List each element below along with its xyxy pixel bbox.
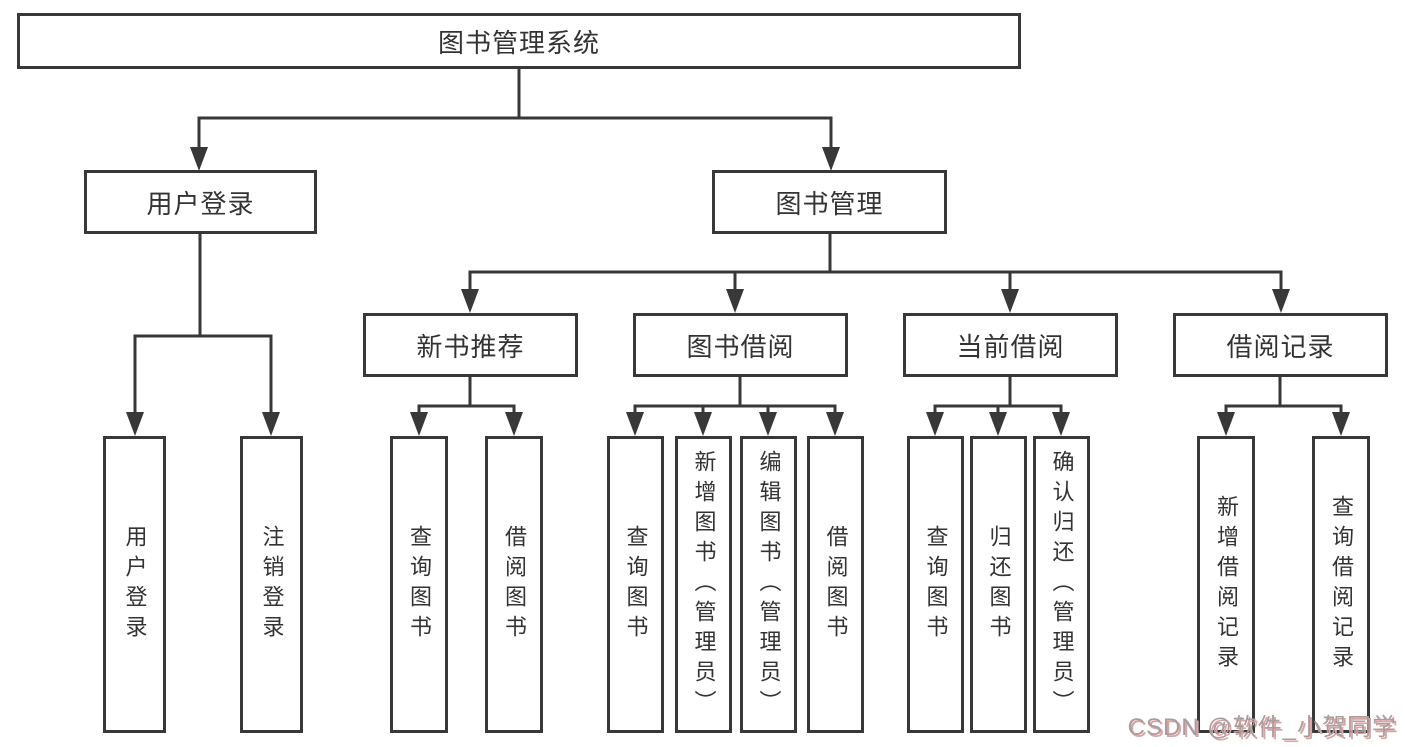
connector-current-borrow-children xyxy=(926,375,1070,436)
node-leaf-edit-books-admin: 编辑图书（管理员） xyxy=(740,436,797,733)
node-label: 新书推荐 xyxy=(416,331,525,362)
node-label: 图书管理系统 xyxy=(437,27,600,58)
node-current-borrowing: 当前借阅 xyxy=(903,313,1118,377)
node-label: 用户登录 xyxy=(122,524,148,645)
node-user-login: 用户登录 xyxy=(84,170,317,234)
node-label: 图书借阅 xyxy=(686,331,795,362)
node-label: 借阅图书 xyxy=(823,524,849,645)
connector-borrow-records-children xyxy=(1217,375,1350,436)
connector-book-management-to-level3 xyxy=(461,232,1290,313)
node-new-book-recommendation: 新书推荐 xyxy=(363,313,578,377)
node-leaf-user-login: 用户登录 xyxy=(103,436,166,733)
connector-book-borrow-children xyxy=(626,375,844,436)
node-leaf-return-books: 归还图书 xyxy=(970,436,1027,733)
node-label: 新增借阅记录 xyxy=(1214,494,1239,675)
node-leaf-query-borrow-record: 查询借阅记录 xyxy=(1312,436,1370,733)
node-leaf-logout: 注销登录 xyxy=(240,436,303,733)
node-label: 确认归还（管理员） xyxy=(1049,449,1075,720)
node-leaf-borrow-books-rec: 借阅图书 xyxy=(485,436,543,733)
node-leaf-add-borrow-record: 新增借阅记录 xyxy=(1197,436,1255,733)
node-system-root: 图书管理系统 xyxy=(17,13,1021,69)
node-label: 查询图书 xyxy=(623,524,649,645)
node-leaf-add-books-admin: 新增图书（管理员） xyxy=(675,436,732,733)
node-label: 新增图书（管理员） xyxy=(691,449,717,720)
node-borrowing-records: 借阅记录 xyxy=(1173,313,1388,377)
node-label: 用户登录 xyxy=(146,188,255,219)
node-label: 图书管理 xyxy=(775,188,884,219)
node-leaf-query-books-rec: 查询图书 xyxy=(390,436,448,733)
node-leaf-confirm-return-admin: 确认归还（管理员） xyxy=(1033,436,1090,733)
node-label: 查询图书 xyxy=(923,524,949,645)
connector-new-book-rec-children xyxy=(410,375,523,436)
node-label: 注销登录 xyxy=(259,524,285,645)
node-book-borrowing: 图书借阅 xyxy=(633,313,848,377)
node-leaf-query-books-borrow: 查询图书 xyxy=(607,436,664,733)
node-label: 归还图书 xyxy=(986,524,1012,645)
connector-root-to-level2 xyxy=(190,66,840,171)
connector-user-login-children xyxy=(126,232,280,436)
node-leaf-borrow-books: 借阅图书 xyxy=(807,436,864,733)
node-label: 借阅图书 xyxy=(502,524,527,645)
node-label: 查询借阅记录 xyxy=(1329,494,1354,675)
node-label: 查询图书 xyxy=(407,524,432,645)
node-label: 借阅记录 xyxy=(1226,331,1335,362)
node-label: 编辑图书（管理员） xyxy=(756,449,782,720)
node-leaf-query-books-current: 查询图书 xyxy=(907,436,964,733)
node-label: 当前借阅 xyxy=(956,331,1065,362)
node-book-management: 图书管理 xyxy=(712,170,947,234)
